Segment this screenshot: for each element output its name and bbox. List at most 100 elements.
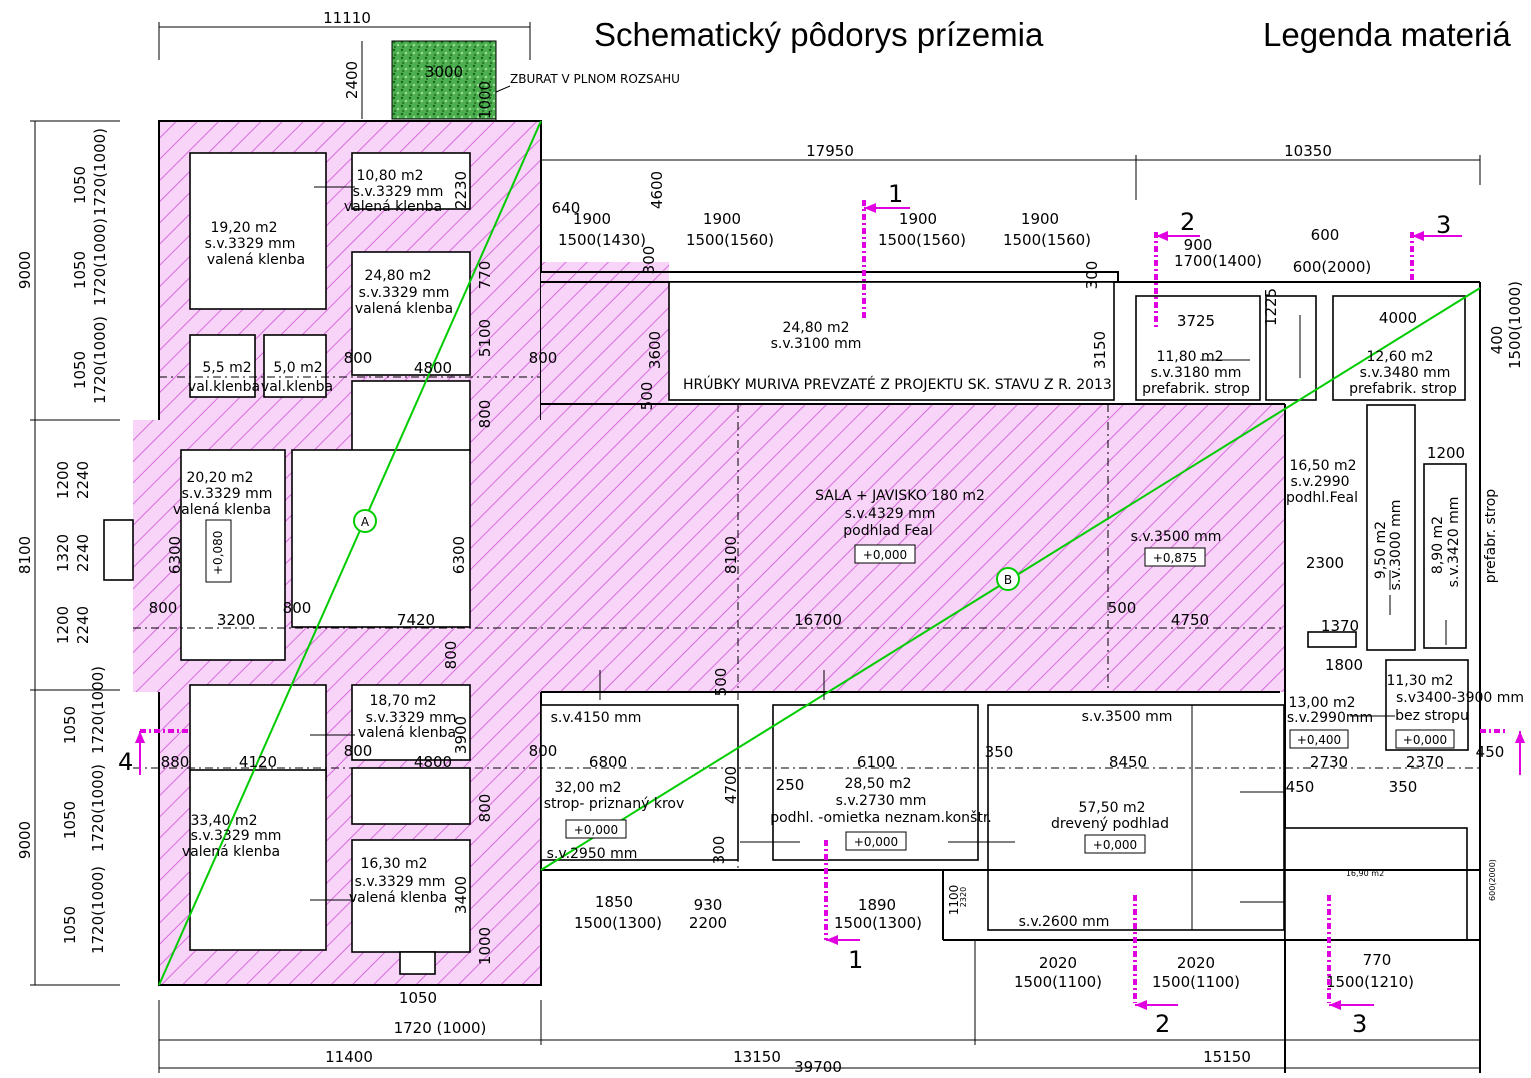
dim-1000: 1000 [476,81,494,119]
svg-text:1720(1000): 1720(1000) [91,316,109,404]
section-3-top: 3 [1436,211,1451,239]
dim-3000: 3000 [425,63,463,81]
svg-text:5100: 5100 [476,319,494,357]
svg-text:13,00 m2: 13,00 m2 [1288,695,1355,711]
svg-text:1720(1000): 1720(1000) [89,866,107,954]
svg-text:600: 600 [1311,226,1340,244]
level-box: +0,000 [854,835,898,849]
svg-text:450: 450 [1476,743,1505,761]
svg-text:s.v.3420 mm: s.v.3420 mm [1446,497,1462,588]
svg-text:bez stropu: bez stropu [1395,708,1469,724]
room-28-50: 28,50 m2 s.v.2730 mm podhl. -omietka nez… [770,776,992,826]
room-11-80: 11,80 m2 s.v.3180 mm prefabrik. strop [1142,349,1250,397]
dim-39700: 39700 [794,1058,842,1073]
room-24-80: 24,80 m2 s.v.3100 mm [771,320,862,352]
svg-text:400: 400 [1488,326,1506,355]
svg-text:4800: 4800 [414,359,452,377]
section-1-bottom: 1 [848,946,863,974]
dim-top-11110: 11110 [323,9,371,27]
svg-text:3150: 3150 [1091,331,1109,369]
svg-text:800: 800 [529,742,558,760]
svg-text:24,80 m2: 24,80 m2 [364,268,431,284]
svg-text:1500(1100): 1500(1100) [1152,973,1240,991]
axis-lines [133,376,1480,870]
dim-11400: 11400 [325,1048,373,1066]
svg-text:s.v.3329 mm: s.v.3329 mm [366,710,457,726]
svg-text:prefabrik. strop: prefabrik. strop [1349,381,1457,397]
svg-text:1700(1400): 1700(1400) [1174,252,1262,270]
svg-text:32,00 m2: 32,00 m2 [554,780,621,796]
dimension-lines: 11110 3000 2400 1000 17950 10350 11400 1… [16,9,1481,1076]
svg-text:strop- priznaný krov: strop- priznaný krov [544,796,685,812]
svg-text:1800: 1800 [1325,656,1363,674]
level-box: +0,000 [863,548,907,562]
svg-text:s.v.3500 mm: s.v.3500 mm [1131,529,1222,545]
level-box: +0,000 [1403,733,1447,747]
svg-text:s.v.2730 mm: s.v.2730 mm [836,793,927,809]
dim-15150: 15150 [1203,1048,1251,1066]
svg-text:1720(1000): 1720(1000) [89,764,107,852]
svg-text:6300: 6300 [450,536,468,574]
svg-text:1500(1300): 1500(1300) [834,914,922,932]
svg-text:20,20 m2: 20,20 m2 [186,470,253,486]
svg-text:1850: 1850 [595,893,633,911]
svg-text:800: 800 [476,794,494,823]
svg-text:1050: 1050 [71,251,89,289]
svg-text:1050: 1050 [61,906,79,944]
svg-text:10,80 m2: 10,80 m2 [356,168,423,184]
svg-text:3600: 3600 [646,331,664,369]
svg-text:s.v.3329 mm: s.v.3329 mm [355,874,446,890]
masonry-note: HRÚBKY MURIVA PREVZATÉ Z PROJEKTU SK. ST… [683,375,1112,393]
window-dims: 640 1900 1500(1430) 1900 1500(1560) 1900… [547,199,1499,991]
svg-text:11,80 m2: 11,80 m2 [1156,349,1223,365]
svg-text:1100: 1100 [947,885,961,916]
dim-13150: 13150 [733,1048,781,1066]
svg-text:s.v.2950 mm: s.v.2950 mm [547,846,638,862]
demolition-block [361,40,497,121]
svg-text:300: 300 [640,246,658,275]
dim-1720-1000: 1720 (1000) [394,1019,487,1037]
left-window-dims: 1050 1720(1000) 1050 1720(1000) 1050 172… [54,128,109,954]
section-2-bottom: 2 [1155,1010,1170,1038]
svg-text:33,40 m2: 33,40 m2 [190,813,257,829]
svg-text:800: 800 [476,400,494,429]
svg-text:s.v.3500 mm: s.v.3500 mm [1082,709,1173,725]
svg-text:350: 350 [985,743,1014,761]
svg-text:6800: 6800 [589,753,627,771]
leader-lines [310,186,1447,903]
level-box: +0,000 [574,823,618,837]
svg-text:800: 800 [529,349,558,367]
svg-text:2240: 2240 [74,461,92,499]
legend-title: Legenda materiá [1263,16,1511,53]
room-16-30: 16,30 m2 s.v.3329 mm valená klenba [349,856,447,906]
svg-text:300: 300 [1083,261,1101,290]
dim-600-2000: 600(2000) [1488,859,1497,901]
svg-text:prefabrik. strop: prefabrik. strop [1142,381,1250,397]
svg-text:1500(1560): 1500(1560) [686,231,774,249]
svg-text:800: 800 [149,599,178,617]
dim-left-9000-bottom: 9000 [16,821,34,859]
svg-text:1200: 1200 [54,606,72,644]
svg-text:podhl. -omietka neznam.konštr.: podhl. -omietka neznam.konštr. [770,810,992,826]
svg-text:500: 500 [712,668,730,697]
svg-text:9,50 m2: 9,50 m2 [1373,521,1389,579]
dim-10350: 10350 [1284,142,1332,160]
svg-text:800: 800 [283,599,312,617]
svg-text:3900: 3900 [452,716,470,754]
room-19-20: 19,20 m2 s.v.3329 mm valená klenba [205,220,305,268]
svg-text:1050: 1050 [61,801,79,839]
svg-text:770: 770 [476,261,494,290]
left-wing-rooms [103,152,471,975]
svg-text:valená klenba: valená klenba [358,725,456,741]
svg-text:2200: 2200 [689,914,727,932]
svg-text:valená klenba: valená klenba [207,252,305,268]
svg-text:640: 640 [552,199,581,217]
svg-text:s.v.4329 mm: s.v.4329 mm [845,506,936,522]
svg-text:1500(1100): 1500(1100) [1014,973,1102,991]
svg-text:prefabr. strop: prefabr. strop [1483,489,1499,584]
svg-text:1000: 1000 [476,927,494,965]
svg-text:8450: 8450 [1109,753,1147,771]
svg-text:450: 450 [1286,778,1315,796]
svg-text:valená klenba: valená klenba [349,890,447,906]
svg-text:valená klenba: valená klenba [182,844,280,860]
